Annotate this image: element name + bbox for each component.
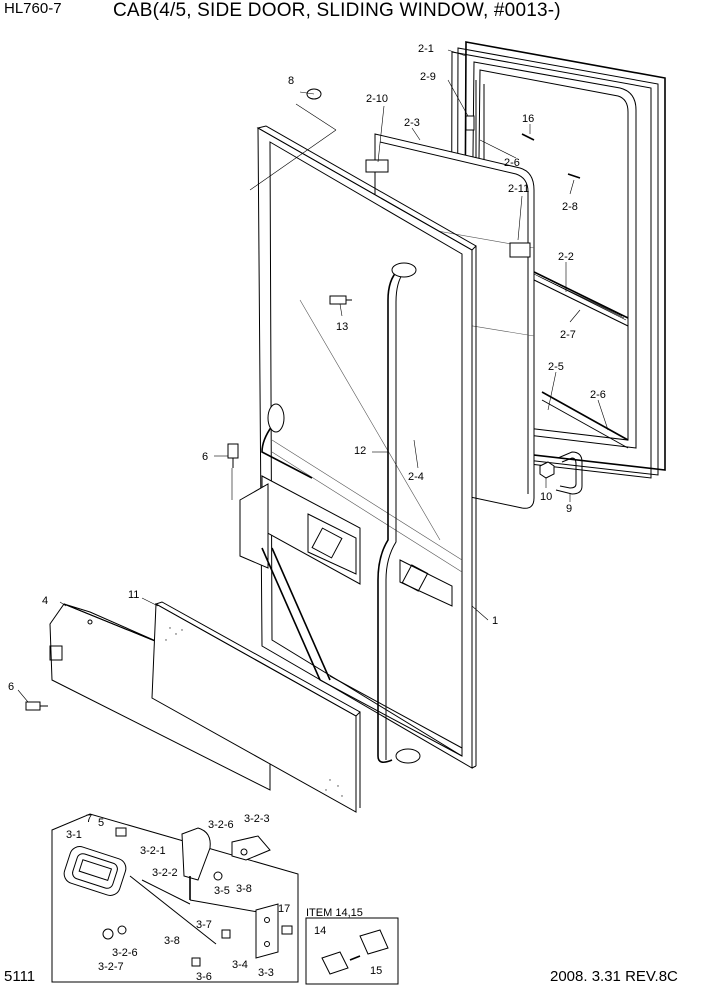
revision-date: 2008. 3.31 REV.8C (550, 968, 678, 985)
callout-10: 10 (540, 491, 552, 503)
u-bolt-9 (555, 451, 583, 495)
callout-3-3: 3-3 (258, 967, 274, 979)
lever-3-2-1 (181, 827, 211, 900)
latch-3-3 (255, 903, 279, 959)
callout-2-1: 2-1 (418, 43, 434, 55)
bolt-6-lower (25, 701, 48, 711)
model-name: HL760-7 (4, 0, 62, 17)
door-inner-structure (239, 475, 463, 757)
callout-3-2-1: 3-2-1 (140, 845, 166, 857)
callout-6-upper: 6 (202, 451, 208, 463)
callout-3-6: 3-6 (196, 971, 212, 983)
callout-3-4: 3-4 (232, 959, 248, 971)
nut-10 (539, 461, 555, 479)
callout-2-10: 2-10 (366, 93, 388, 105)
callout-3-7: 3-7 (196, 919, 212, 931)
screw-16 (521, 133, 535, 141)
bolt-6-upper (227, 443, 239, 468)
callout-2-6-bottom: 2-6 (590, 389, 606, 401)
callout-3-2-6-bottom: 3-2-6 (112, 947, 138, 959)
callout-2-4: 2-4 (408, 471, 424, 483)
callout-3-2-6-top: 3-2-6 (208, 819, 234, 831)
bracket-3-2-3 (231, 835, 271, 861)
callout-3-1: 3-1 (66, 829, 82, 841)
callout-2-7: 2-7 (560, 329, 576, 341)
callout-1: 1 (492, 615, 498, 627)
stopper-2-9 (465, 115, 475, 131)
callout-2-11: 2-11 (508, 183, 529, 195)
callout-3-8-bottom: 3-8 (164, 935, 180, 947)
callout-2-3: 2-3 (404, 117, 420, 129)
item-14-15-inset (305, 917, 399, 985)
callout-2-2: 2-2 (558, 251, 574, 263)
handle-rod-12 (261, 262, 421, 764)
callout-9: 9 (566, 503, 572, 515)
callout-3-5: 3-5 (214, 885, 230, 897)
callout-3-8-top: 3-8 (236, 883, 252, 895)
callout-6-lower: 6 (8, 681, 14, 693)
trim-panel-11 (151, 601, 361, 813)
small-parts (102, 827, 293, 967)
leader-lines (17, 49, 609, 703)
callout-3-2-3: 3-2-3 (244, 813, 270, 825)
callout-12: 12 (354, 445, 366, 457)
callout-16: 16 (522, 113, 534, 125)
outer-handle-3-1 (63, 846, 127, 896)
callout-14: 14 (314, 925, 326, 937)
page-number: 5111 (4, 968, 36, 985)
callout-13: 13 (336, 321, 348, 333)
callout-17: 17 (278, 903, 290, 915)
slide-rail-2-2 (529, 269, 629, 449)
diagram-title: CAB(4/5, SIDE DOOR, SLIDING WINDOW, #001… (113, 0, 561, 21)
callout-3-2-7: 3-2-7 (98, 961, 124, 973)
callout-11: 11 (128, 589, 139, 601)
callout-8: 8 (288, 75, 294, 87)
bolt-13 (329, 295, 352, 305)
callout-labels: 2-1 2-9 8 2-10 2-3 16 2-6 2-11 2-8 2-2 1… (8, 43, 606, 983)
rods (129, 875, 259, 945)
callout-15: 15 (370, 965, 382, 977)
callout-2-8: 2-8 (562, 201, 578, 213)
callout-4: 4 (42, 595, 48, 607)
callout-2-6-top: 2-6 (504, 157, 520, 169)
callout-2-5: 2-5 (548, 361, 564, 373)
callout-7: 7 (86, 813, 92, 825)
callout-5: 5 (98, 817, 104, 829)
callout-2-9: 2-9 (420, 71, 436, 83)
screw-2-8 (567, 173, 581, 179)
callout-item-14-15: ITEM 14,15 (306, 907, 363, 919)
callout-3-2-2: 3-2-2 (152, 867, 178, 879)
lock-assembly-inset (51, 813, 299, 983)
